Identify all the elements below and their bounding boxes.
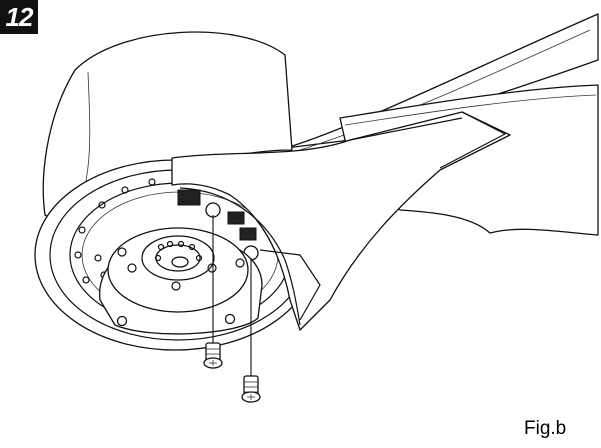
step-number-badge: 12: [0, 0, 38, 34]
screw-icon: [241, 375, 261, 403]
figure-label: Fig.b: [524, 418, 567, 439]
blade-iron: [171, 111, 511, 331]
alignment-lines: [212, 215, 252, 378]
screw-icon: [203, 342, 223, 369]
